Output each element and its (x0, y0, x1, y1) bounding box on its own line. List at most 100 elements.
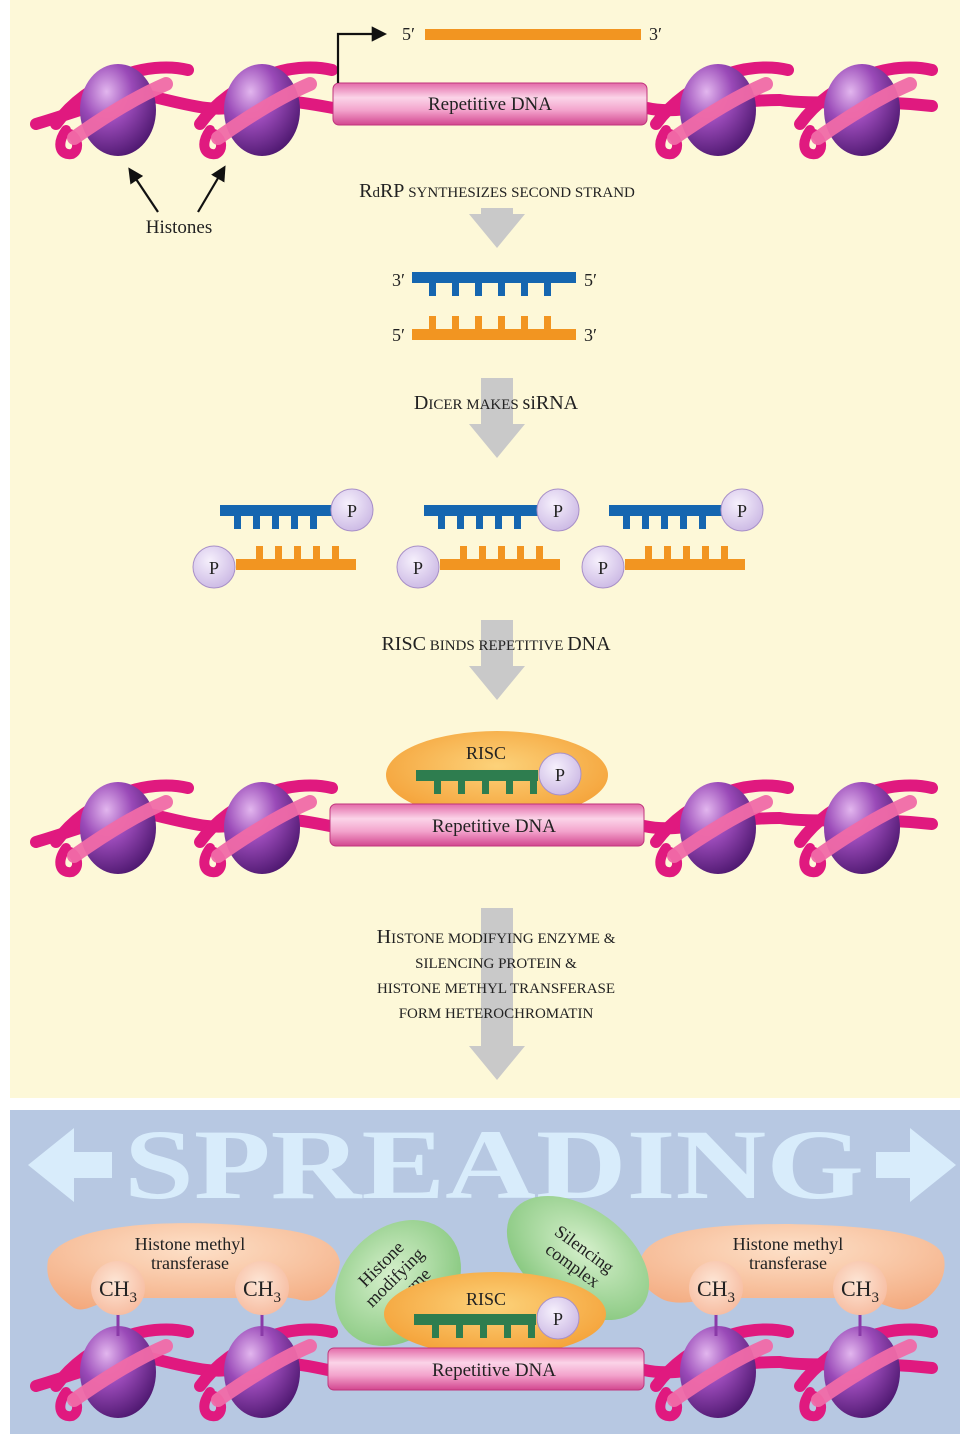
base (432, 1325, 439, 1338)
base (544, 283, 551, 296)
spreading-banner: SPREADING (28, 1109, 956, 1220)
ch3-circle (689, 1261, 743, 1315)
nucleosome-histone (650, 1323, 794, 1422)
dsrna-top-right-label: 5′ (584, 270, 597, 290)
base (253, 516, 260, 529)
phosphate-middle (538, 752, 582, 796)
step-arrow (469, 620, 525, 700)
svg-text:HISTONE METHYL TRANSFERASE: HISTONE METHYL TRANSFERASE (377, 981, 615, 997)
base (504, 1325, 511, 1338)
dna-wrap-front (811, 795, 917, 863)
hmt-left-line2: transferase (151, 1253, 229, 1273)
spreading-right-arrow (876, 1128, 956, 1202)
nucleosome-histone (194, 1323, 338, 1422)
methyl-group: CH3 (91, 1261, 145, 1336)
step-arrow (469, 378, 525, 458)
phosphate (396, 545, 440, 589)
base (294, 546, 301, 559)
base (530, 781, 537, 794)
methyl-group: CH3 (235, 1261, 289, 1336)
dna-wrap-front (211, 77, 317, 145)
strand-backbone (440, 559, 560, 570)
dna-wrap-front (667, 795, 773, 863)
base (475, 283, 482, 296)
strand-backbone (412, 272, 576, 283)
nucleosome-histone (194, 61, 338, 160)
base (521, 316, 528, 329)
strand-backbone (424, 505, 544, 516)
phosphate (536, 488, 580, 532)
base (310, 516, 317, 529)
dsrna-strand-orange (412, 316, 576, 340)
phosphate (330, 488, 374, 532)
methyl-groups: CH3 CH3 CH3 CH3 (91, 1261, 887, 1336)
risc-label-bottom: RISC (466, 1289, 506, 1309)
base (544, 316, 551, 329)
nucleosome-histone (194, 779, 338, 878)
strand-backbone (625, 559, 745, 570)
double-stranded-rna: 3′ 5′ 5′ 3′ (392, 270, 597, 345)
phosphate-middle-label: P (555, 765, 565, 785)
ch3-circle (235, 1261, 289, 1315)
ch3-label: CH3 (99, 1276, 137, 1306)
phosphate (720, 488, 764, 532)
dna-wrap-front (667, 77, 773, 145)
transcript-3-label: 3′ (649, 24, 662, 44)
base (498, 316, 505, 329)
base (680, 516, 687, 529)
sirna-passenger-strand (625, 546, 745, 570)
strand-backbone (236, 559, 356, 570)
spreading-left-arrow (28, 1128, 112, 1202)
methyl-group: CH3 (833, 1261, 887, 1336)
repetitive-dna-bottom-label: Repetitive DNA (432, 1360, 556, 1381)
base (429, 283, 436, 296)
methyl-group: CH3 (689, 1261, 743, 1336)
base (291, 516, 298, 529)
nucleosome-histone (794, 779, 938, 878)
ch3-label: CH3 (697, 1276, 735, 1306)
dna-wrap-front (811, 77, 917, 145)
base (275, 546, 282, 559)
base (429, 316, 436, 329)
base (521, 283, 528, 296)
phosphate (192, 545, 236, 589)
svg-text:HISTONE MODIFYING ENZYME &: HISTONE MODIFYING ENZYME & (377, 926, 616, 948)
ch3-label: CH3 (243, 1276, 281, 1306)
risc-bound-complex: RISC P (386, 731, 608, 819)
phosphate (581, 545, 625, 589)
repetitive-dna-top-label: Repetitive DNA (428, 94, 552, 115)
base (438, 516, 445, 529)
ch3-circle (91, 1261, 145, 1315)
phosphate-label: P (737, 501, 747, 521)
base (683, 546, 690, 559)
base (495, 516, 502, 529)
ch3-label: CH3 (841, 1276, 879, 1306)
step3-caption: RISC BINDS REPETITIVE DNA (381, 633, 611, 655)
strand-backbone (414, 1314, 536, 1325)
step-arrow (469, 908, 525, 1080)
svg-text:FORM HETEROCHROMATIN: FORM HETEROCHROMATIN (399, 1006, 594, 1022)
dsrna-strand-blue (412, 272, 576, 296)
sirna-guide-strand (220, 505, 340, 529)
base (313, 546, 320, 559)
strand-backbone (412, 329, 576, 340)
base (645, 546, 652, 559)
base (642, 516, 649, 529)
hmt-left-line1: Histone methyl (135, 1234, 246, 1254)
step4-caption: HISTONE MODIFYING ENZYME & SILENCING PRO… (377, 926, 616, 1022)
base (272, 516, 279, 529)
base (475, 316, 482, 329)
nucleosome-histone (50, 1323, 194, 1422)
base (699, 516, 706, 529)
step2-caption: DICER MAKES siRNA (414, 392, 579, 414)
base (517, 546, 524, 559)
svg-text:SILENCING PROTEIN &: SILENCING PROTEIN & (415, 956, 577, 972)
base (528, 1325, 535, 1338)
base (623, 516, 630, 529)
histone-pointer-arrow-right (197, 165, 226, 213)
nucleosome-histone (50, 779, 194, 878)
dsrna-bottom-right-label: 3′ (584, 325, 597, 345)
phosphate-label: P (413, 558, 423, 578)
